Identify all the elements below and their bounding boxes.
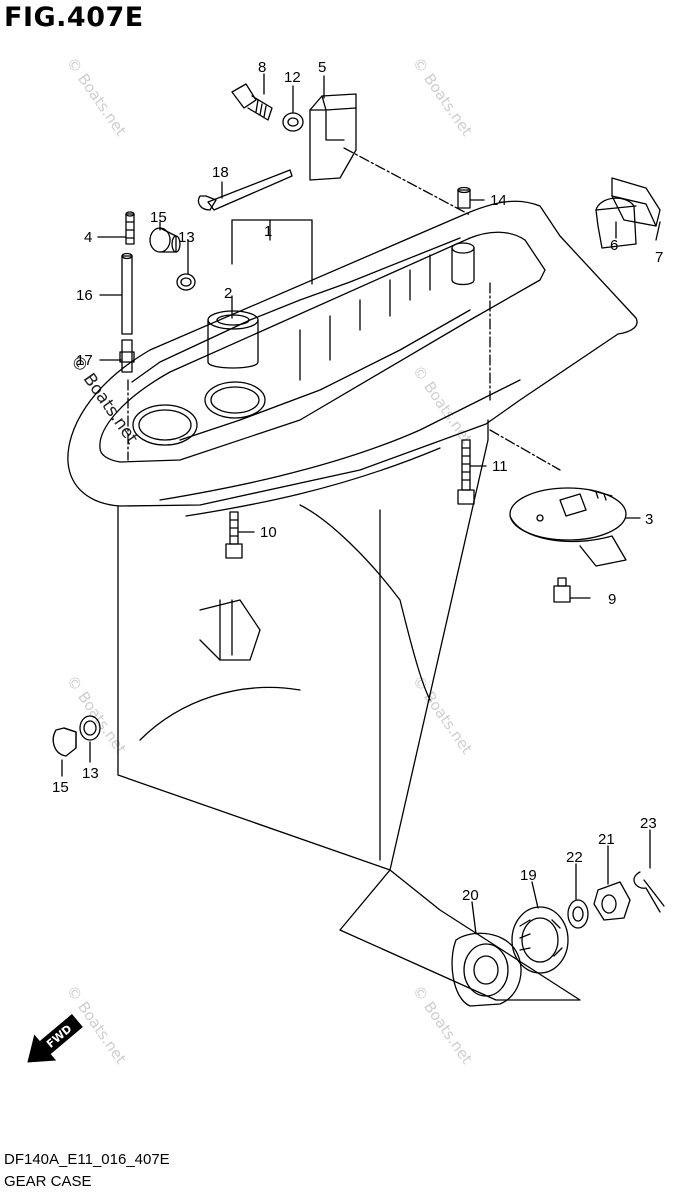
figure-code: DF140A_E11_016_407E — [4, 1151, 170, 1168]
callout-9: 9 — [608, 591, 616, 608]
callout-5: 5 — [318, 59, 326, 76]
callout-7: 7 — [655, 249, 663, 266]
callout-19: 19 — [520, 867, 537, 884]
fwd-arrow-icon — [27, 1014, 83, 1063]
callout-4: 4 — [84, 229, 92, 246]
watermark-4: © Boats.net — [63, 672, 130, 757]
callout-22: 22 — [566, 849, 583, 866]
callout-12: 12 — [284, 69, 301, 86]
callout-leaders — [61, 73, 661, 935]
callout-18: 18 — [212, 164, 229, 181]
watermark-1: © Boats.net — [63, 54, 130, 139]
callout-14: 14 — [490, 192, 507, 209]
callout-2: 2 — [224, 285, 232, 302]
figure-title: FIG.407E — [4, 2, 144, 33]
callout-23: 23 — [640, 815, 657, 832]
bracket-7 — [611, 177, 661, 227]
plug-15-lower — [52, 727, 77, 757]
callout-13-upper: 13 — [178, 229, 195, 246]
gasket-13-upper — [176, 273, 196, 291]
plug-15-upper — [149, 227, 181, 253]
trim-tab-anode-3 — [509, 487, 627, 567]
callout-3: 3 — [645, 511, 653, 528]
watermark-7: © Boats.net — [409, 982, 476, 1067]
callout-13-lower: 13 — [82, 765, 99, 782]
figure-name: GEAR CASE — [4, 1173, 92, 1190]
callout-15-lower: 15 — [52, 779, 69, 796]
stud-4 — [125, 211, 135, 245]
bearing-carrier-19 — [511, 906, 569, 974]
thrust-washer-20 — [451, 932, 522, 1007]
callout-labels: 1 2 3 4 5 6 7 8 9 10 11 12 13 13 14 15 1… — [52, 59, 663, 904]
bolt-9 — [553, 577, 571, 603]
water-passage-left — [132, 404, 198, 446]
bolt-8 — [231, 83, 273, 121]
cable-tie-18 — [197, 169, 293, 211]
bolt-11 — [457, 439, 475, 505]
callout-16: 16 — [76, 287, 93, 304]
gasket-13-lower — [79, 715, 101, 741]
watermark-3: © Boats.net — [409, 362, 476, 447]
callout-17: 17 — [76, 352, 93, 369]
watermarks: © Boats.net © Boats.net © Boats.net © Bo… — [63, 54, 476, 1067]
water-pipe-16 — [121, 252, 133, 335]
callout-1: 1 — [264, 223, 272, 240]
dowel-pin-14 — [457, 186, 471, 209]
washer-22 — [567, 899, 589, 929]
callout-10: 10 — [260, 524, 277, 541]
propeller-nut-21 — [593, 881, 631, 921]
gear-case-housing — [67, 200, 638, 1001]
callout-15-upper: 15 — [150, 209, 167, 226]
callout-6: 6 — [610, 237, 618, 254]
cotter-pin-23 — [633, 871, 665, 913]
anode-5 — [309, 93, 357, 181]
bolt-10 — [225, 511, 243, 559]
washer-12 — [282, 112, 304, 132]
assembly-leader-lines — [127, 147, 561, 471]
water-passage-right — [204, 381, 266, 419]
watermark-2: © Boats.net — [409, 54, 476, 139]
callout-11: 11 — [492, 458, 508, 475]
callout-21: 21 — [598, 831, 615, 848]
callout-8: 8 — [258, 59, 266, 76]
fitting-17 — [119, 339, 135, 373]
callout-20: 20 — [462, 887, 479, 904]
fwd-arrow: FWD — [27, 1014, 83, 1063]
